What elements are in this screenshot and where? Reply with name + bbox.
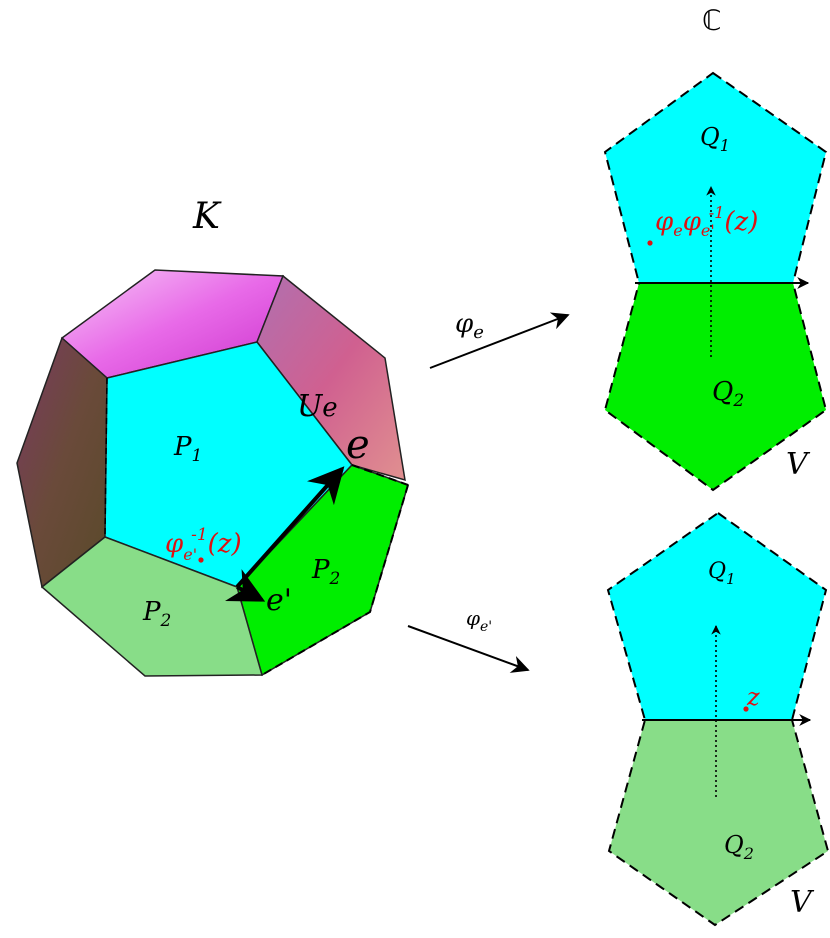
- bottom-q1-pentagon: [606, 511, 828, 721]
- label-phi-inverse-z: φe'-1(z): [165, 525, 242, 564]
- bottom-q2-pentagon: [607, 719, 830, 927]
- label-p2-right: P2: [311, 555, 340, 589]
- top-point-label: φeφe'-1(z): [655, 203, 758, 240]
- top-panel: [603, 71, 828, 492]
- bottom-z-label: z: [746, 683, 760, 711]
- bottom-point-z: [743, 706, 749, 712]
- complex-plane-symbol: ℂ: [702, 4, 722, 37]
- face-p2-bottom: [40, 536, 263, 677]
- bottom-v-label: V: [790, 885, 815, 920]
- map-e-arrow: [429, 312, 570, 369]
- label-u-e: Ue: [297, 389, 338, 424]
- label-edge-e: e: [346, 422, 370, 468]
- face-top-right: [256, 274, 406, 482]
- edge-e-arrow: [235, 466, 345, 589]
- point-phi-inverse-z: [198, 557, 204, 563]
- p1-dashed-edge: [104, 377, 108, 538]
- map-e-label: φe: [455, 309, 484, 343]
- bottom-q1-label: Q1: [708, 559, 736, 588]
- top-point: [647, 240, 653, 246]
- edge-e-prime-arrow: [224, 569, 266, 602]
- label-k: K: [192, 196, 222, 237]
- label-edge-e-prime: e': [266, 583, 292, 618]
- dodecahedron: [16, 269, 409, 677]
- green-face-dashed-edge-top: [351, 464, 409, 486]
- bottom-q2-label: Q2: [724, 831, 754, 863]
- top-q1-label: Q1: [700, 123, 730, 155]
- green-face-dashed-edge: [261, 484, 409, 676]
- top-q1-pentagon: [603, 71, 828, 284]
- bottom-panel: [606, 511, 830, 927]
- label-p1: P1: [173, 432, 202, 466]
- top-q2-label: Q2: [712, 377, 744, 411]
- map-e-prime-label: φe': [466, 606, 492, 635]
- top-v-label: V: [786, 447, 811, 482]
- label-p2-bottom: P2: [142, 597, 171, 631]
- map-e-prime-arrow: [407, 625, 530, 673]
